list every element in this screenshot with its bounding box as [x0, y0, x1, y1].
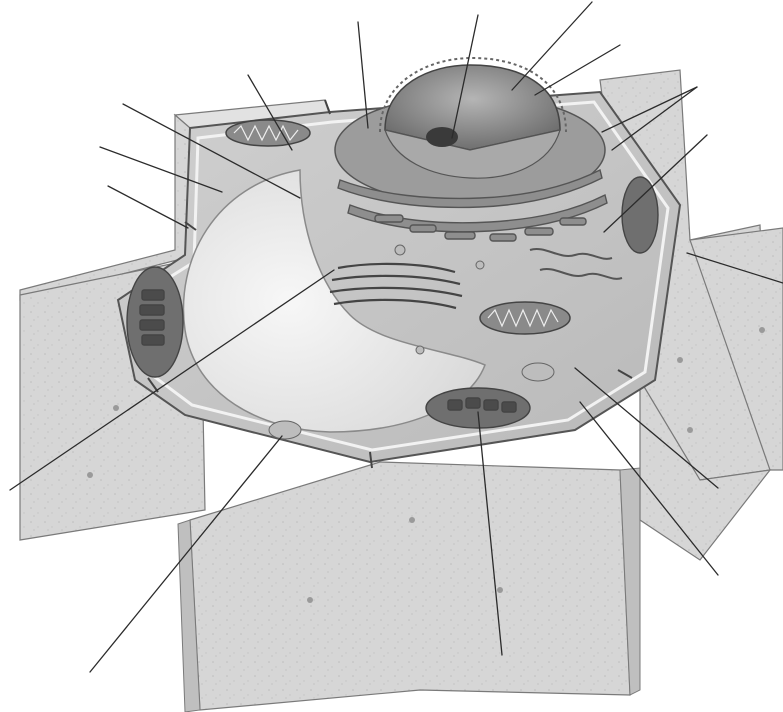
leader-line — [512, 2, 592, 90]
